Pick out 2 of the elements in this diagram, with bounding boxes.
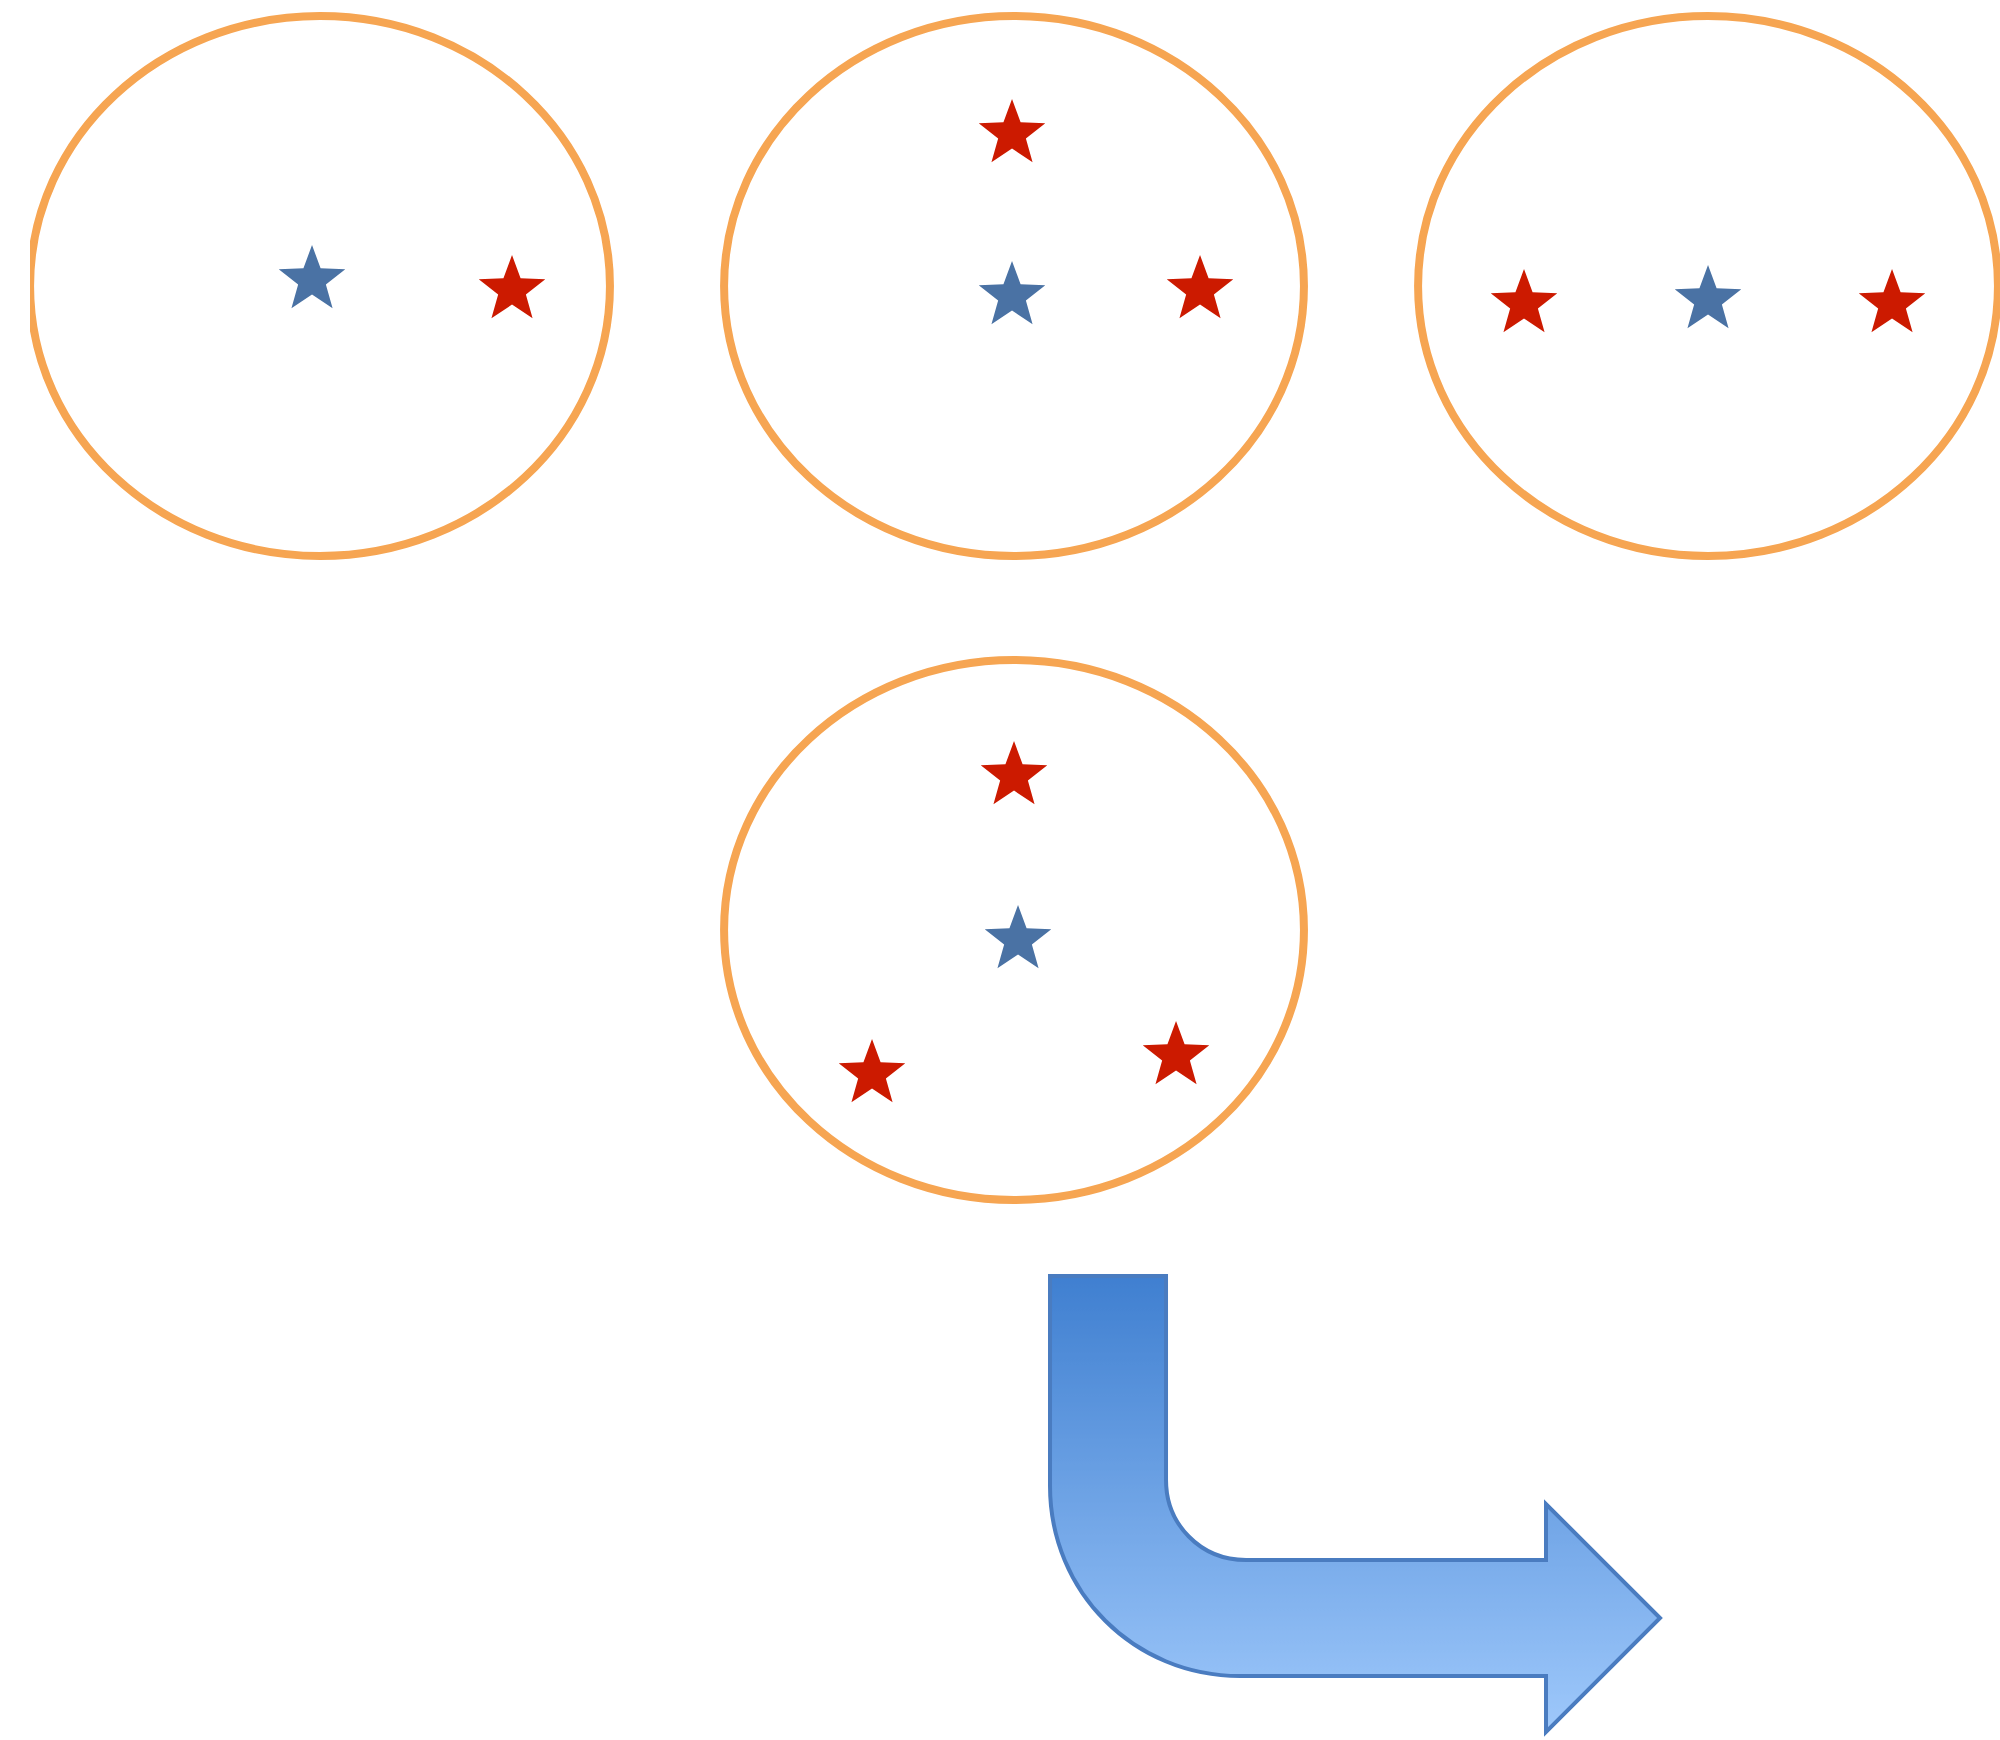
ellipse xyxy=(720,656,1308,1204)
ellipse xyxy=(720,12,1308,560)
